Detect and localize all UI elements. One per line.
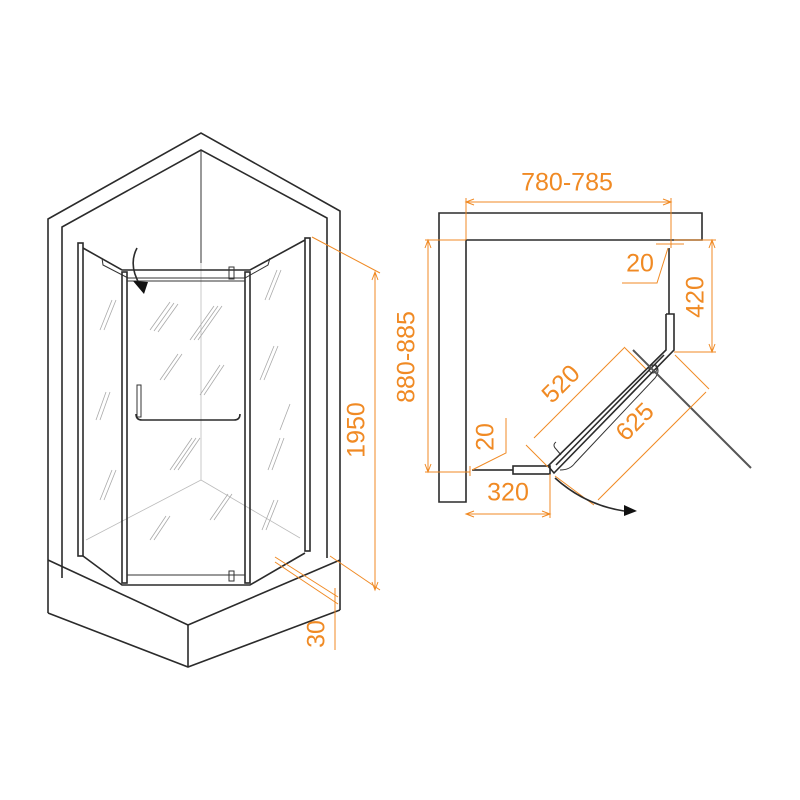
height-dimension [311,236,381,592]
left-offset-label: 20 [472,423,500,451]
room-walls [47,132,341,668]
top-offset-label: 20 [626,250,654,278]
right-fixed-panel [546,248,675,475]
width-dimension [464,198,673,248]
floor-guides [85,263,301,541]
depth-label: 880-885 [393,311,421,403]
left-fixed-panel [472,465,551,475]
left-panel-dimension [464,418,552,518]
right-panel-label: 420 [682,276,710,318]
door-inner-dimension [525,346,647,468]
perspective-view: 1950 30 [47,132,381,668]
glass-hatching [95,269,291,541]
left-panel-label: 320 [487,479,529,507]
enclosure [77,237,311,586]
plan-view: 780-785 880-885 420 20 [393,169,752,518]
right-panel-dimension [622,238,716,354]
depth-dimension [424,238,470,474]
tray-height-label: 30 [303,620,331,648]
open-door-line [632,349,752,469]
width-label: 780-785 [521,169,613,197]
door-open-arrow-icon [554,477,637,516]
door-inner-label: 520 [536,359,585,408]
height-label: 1950 [343,402,371,458]
door-swing-arrow-icon [132,247,148,294]
door-outer-label: 625 [610,397,659,446]
tray-dimension [274,556,339,650]
door-panel [553,349,752,471]
door-handle [135,413,241,421]
